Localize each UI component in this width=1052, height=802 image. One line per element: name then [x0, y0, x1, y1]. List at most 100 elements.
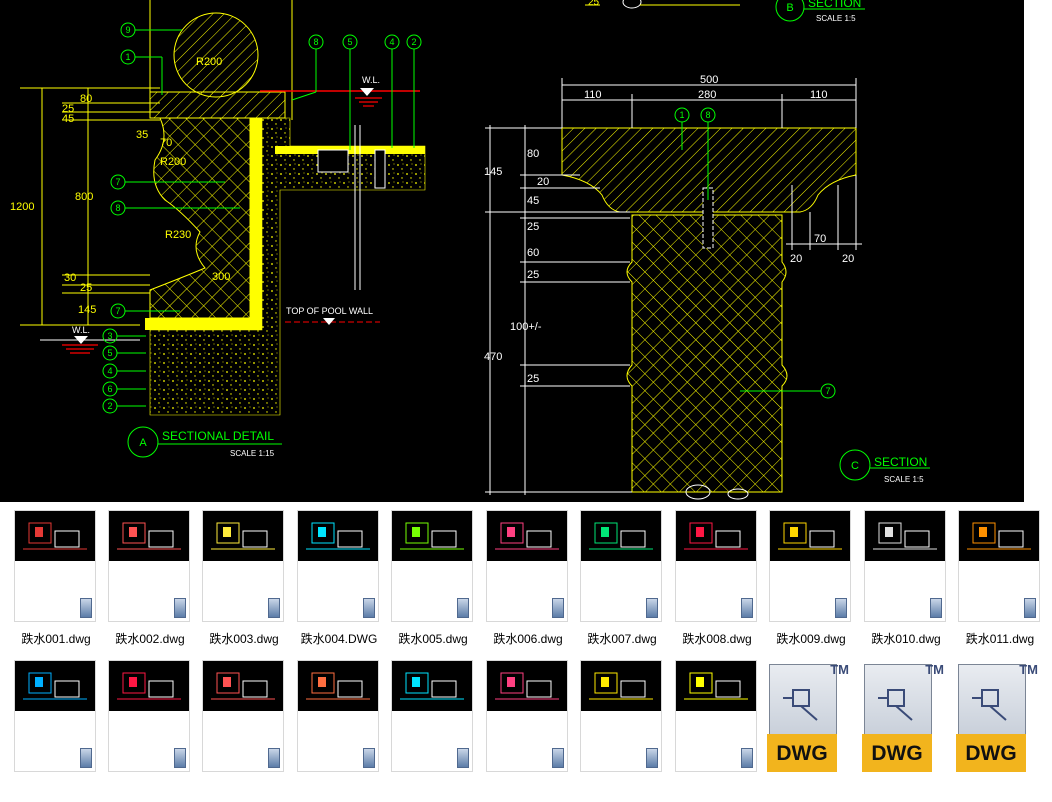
file-type-badge [1024, 598, 1036, 618]
svg-text:8: 8 [313, 37, 318, 47]
dwg-label: DWG [767, 734, 837, 772]
svg-text:500: 500 [700, 74, 718, 86]
svg-text:300: 300 [212, 271, 230, 283]
file-item[interactable]: 跌水011.dwg [956, 502, 1046, 652]
file-item[interactable] [578, 652, 668, 802]
trademark-label: TM [925, 662, 944, 677]
drawing-preview [203, 511, 283, 561]
file-type-badge [646, 598, 658, 618]
drawing-preview [298, 661, 378, 711]
file-item[interactable] [673, 652, 763, 802]
file-type-badge [268, 598, 280, 618]
svg-text:1: 1 [125, 52, 130, 62]
file-type-badge [457, 748, 469, 768]
svg-text:7: 7 [115, 306, 120, 316]
detail-b-scale: SCALE 1:5 [816, 14, 856, 23]
detail-a-title-circle [127, 426, 159, 458]
detail-b: 25 B SECTION SCALE 1:5 [585, 0, 865, 23]
file-thumbnail [769, 510, 851, 622]
file-name: 跌水003.dwg [209, 632, 279, 646]
svg-text:280: 280 [698, 89, 716, 101]
file-item[interactable]: 跌水002.dwg [106, 502, 196, 652]
file-item[interactable] [484, 652, 574, 802]
file-thumbnail [675, 660, 757, 772]
file-item[interactable] [200, 652, 290, 802]
detail-c: 500 110 280 110 80 145 20 45 25 60 25 10… [484, 74, 930, 500]
drawing-preview [15, 511, 95, 561]
file-item[interactable]: 跌水008.dwg [673, 502, 763, 652]
svg-text:25: 25 [527, 269, 539, 281]
file-thumbnail [391, 660, 473, 772]
svg-text:470: 470 [484, 351, 502, 363]
svg-text:25: 25 [588, 0, 600, 8]
file-type-badge [741, 748, 753, 768]
drawing-preview [676, 661, 756, 711]
dwg-symbol-icon [783, 689, 818, 721]
file-thumbnail [864, 510, 946, 622]
detail-c-scale: SCALE 1:5 [884, 475, 924, 484]
drawing-preview [676, 511, 756, 561]
svg-text:6: 6 [107, 384, 112, 394]
drawing-preview [487, 511, 567, 561]
detail-b-title: SECTION [808, 0, 861, 10]
svg-text:8: 8 [115, 203, 120, 213]
file-thumbnail [202, 660, 284, 772]
svg-text:9: 9 [125, 25, 130, 35]
svg-text:80: 80 [527, 148, 539, 160]
svg-text:20: 20 [842, 253, 854, 265]
file-name: 跌水011.dwg [965, 632, 1035, 646]
svg-text:45: 45 [527, 195, 539, 207]
pool-light-fixture [317, 149, 349, 173]
drawing-preview [959, 511, 1039, 561]
file-item[interactable]: 跌水001.dwg [12, 502, 102, 652]
drawing-preview [865, 511, 945, 561]
file-item[interactable]: 跌水009.dwg [767, 502, 857, 652]
file-thumbnail [580, 660, 662, 772]
file-item[interactable]: 跌水007.dwg [578, 502, 668, 652]
svg-text:145: 145 [484, 166, 502, 178]
file-item[interactable]: 跌水006.dwg [484, 502, 574, 652]
file-name: 跌水010.dwg [871, 632, 941, 646]
file-item[interactable]: 跌水005.dwg [389, 502, 479, 652]
file-item[interactable] [389, 652, 479, 802]
drawing-preview [581, 511, 661, 561]
file-name: 跌水005.dwg [398, 632, 468, 646]
drawing-preview [581, 661, 661, 711]
drawing-preview [487, 661, 567, 711]
svg-text:2: 2 [411, 37, 416, 47]
file-type-badge [552, 598, 564, 618]
file-item[interactable] [12, 652, 102, 802]
svg-text:20: 20 [790, 253, 802, 265]
drawing-preview [770, 511, 850, 561]
file-item[interactable] [295, 652, 385, 802]
svg-text:2: 2 [107, 401, 112, 411]
dwg-symbol-icon [878, 689, 913, 721]
detail-a-title: SECTIONAL DETAIL [162, 429, 274, 443]
file-type-badge [457, 598, 469, 618]
svg-text:45: 45 [62, 113, 74, 125]
file-item[interactable] [106, 652, 196, 802]
svg-text:R230: R230 [165, 229, 191, 241]
file-thumbnail [580, 510, 662, 622]
file-thumbnail [14, 510, 96, 622]
file-item[interactable]: 跌水004.DWG [295, 502, 385, 652]
file-type-badge [363, 598, 375, 618]
svg-text:60: 60 [527, 247, 539, 259]
file-item[interactable]: 跌水010.dwg [862, 502, 952, 652]
file-item[interactable]: 跌水003.dwg [200, 502, 290, 652]
drawing-preview [109, 511, 189, 561]
detail-a: R200 W.L. W.L. TOP OF POOL WALL [10, 0, 426, 458]
svg-text:80: 80 [80, 93, 92, 105]
file-thumbnail [958, 510, 1040, 622]
radius-label: R200 [196, 56, 222, 68]
svg-text:1200: 1200 [10, 201, 34, 213]
drawing-preview [15, 661, 95, 711]
file-name: 跌水002.dwg [115, 632, 185, 646]
drawing-preview [392, 511, 472, 561]
cad-drawing: R200 W.L. W.L. TOP OF POOL WALL [10, 0, 930, 500]
dwg-symbol-icon [972, 689, 1007, 721]
file-type-badge [268, 748, 280, 768]
